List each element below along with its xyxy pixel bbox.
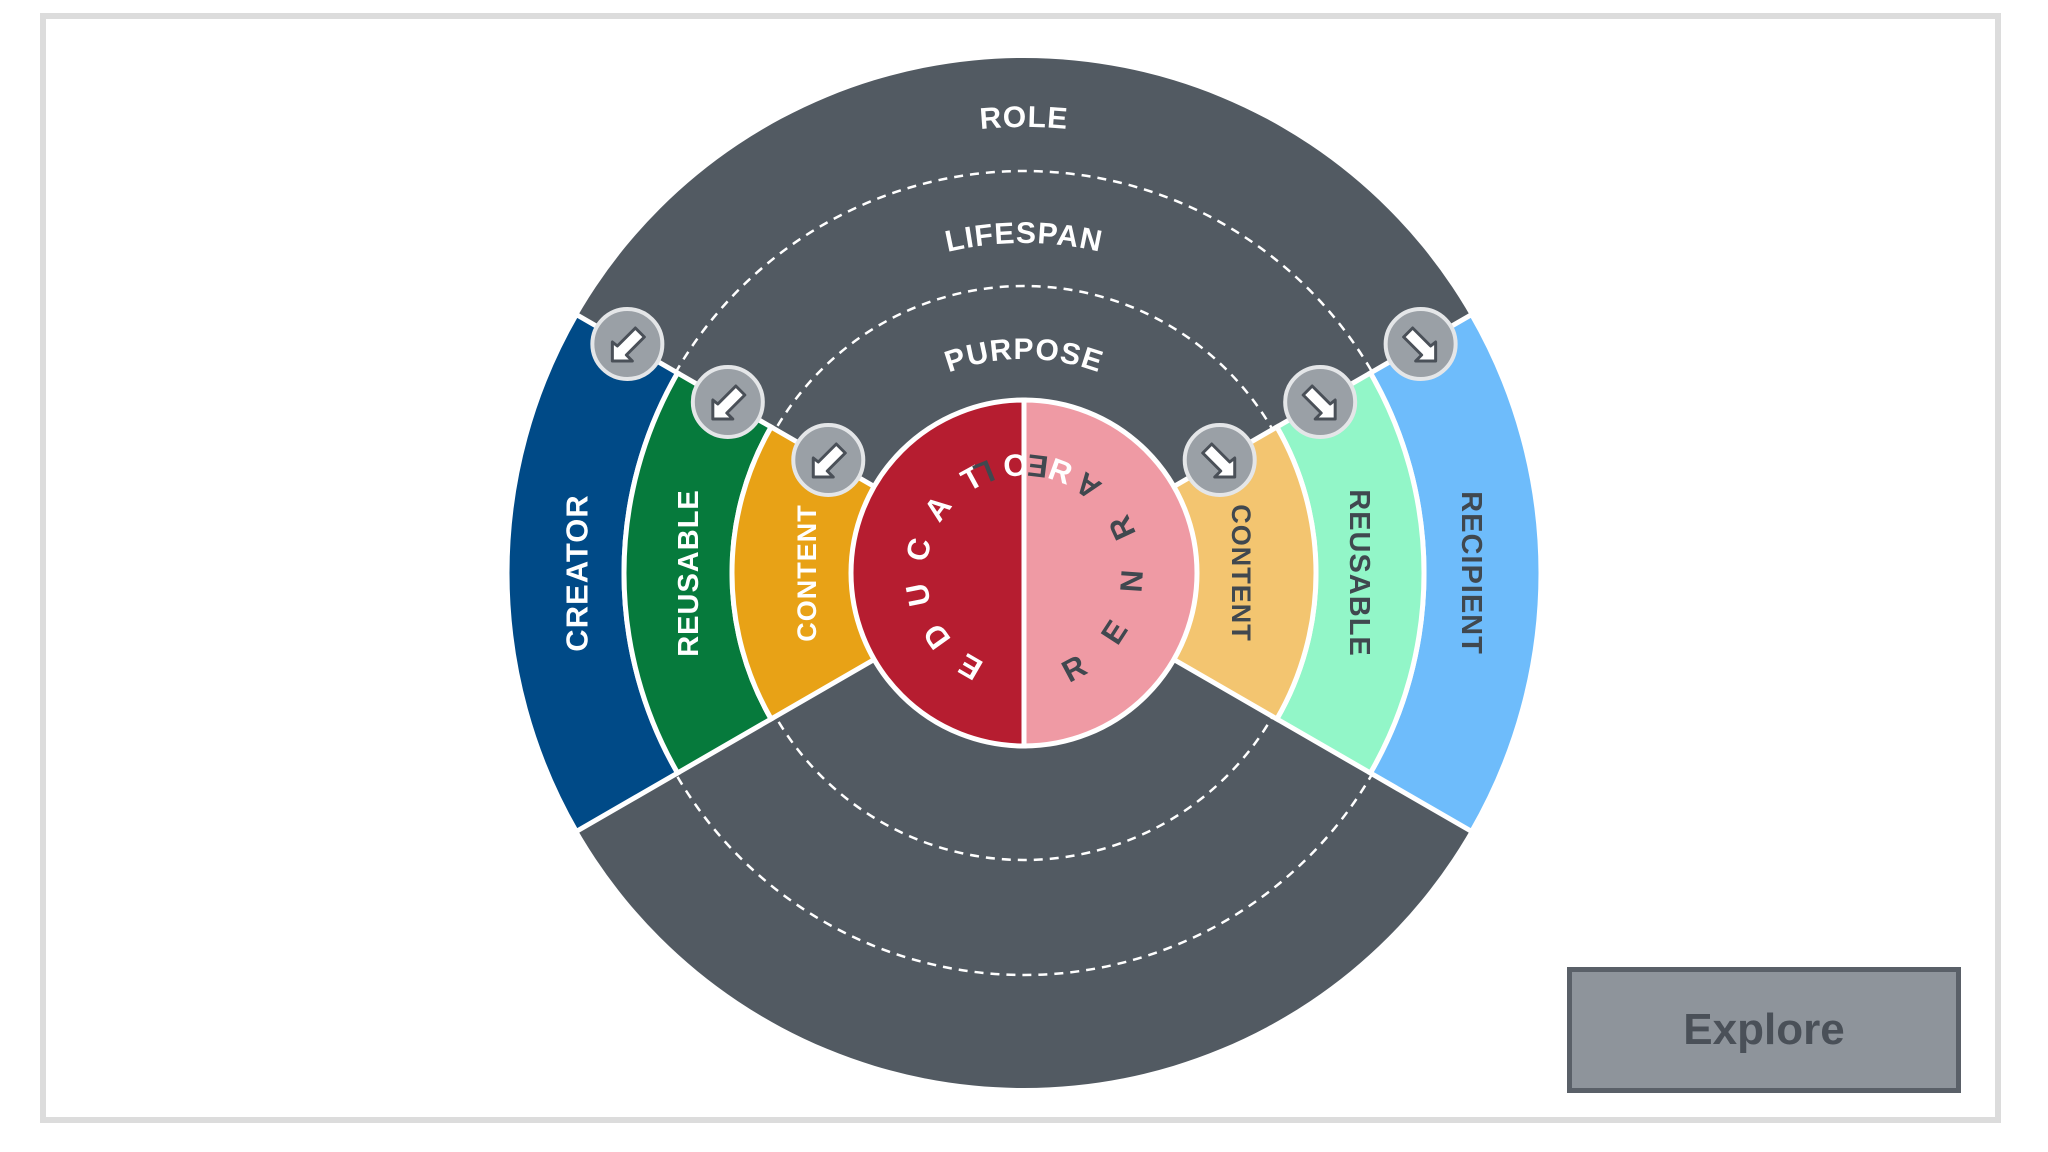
creator-label: CREATOR [560, 494, 595, 651]
educator-label-letter: O [1002, 447, 1030, 484]
arrow-down-left-icon [1402, 326, 1438, 363]
learner-label-letter: N [1113, 568, 1150, 594]
lifespan-right-arrow-button[interactable] [1283, 365, 1358, 439]
arrow-down-left-icon [610, 326, 646, 363]
recipient-label: RECIPIENT [1455, 491, 1487, 655]
arrow-down-left-icon [811, 442, 847, 479]
reusable-left-label: REUSABLE [673, 489, 705, 657]
left-wedge-group: CREATOR REUSABLE CONTENT [504, 311, 889, 835]
role-left-arrow-button[interactable] [590, 307, 665, 381]
learner-half [1021, 397, 1200, 749]
purpose-right-arrow-button[interactable] [1182, 423, 1257, 497]
learner-label-letter: E [1024, 447, 1050, 484]
explore-button[interactable]: Explore [1567, 967, 1961, 1093]
purpose-left-arrow-button[interactable] [791, 423, 866, 497]
reusable-right-label: REUSABLE [1343, 489, 1375, 657]
content-right-label: CONTENT [1226, 504, 1256, 642]
role-label: ROLE [978, 101, 1069, 136]
arrow-down-left-icon [1201, 442, 1237, 479]
arrow-down-left-icon [711, 384, 747, 421]
arrow-down-left-icon [1301, 384, 1337, 421]
content-left-label: CONTENT [792, 504, 822, 642]
arrow-buttons[interactable] [590, 307, 1458, 497]
lifespan-left-arrow-button[interactable] [690, 365, 765, 439]
role-right-arrow-button[interactable] [1383, 307, 1458, 381]
right-wedge-group: RECIPIENT REUSABLE CONTENT [1159, 311, 1544, 835]
educator-half [848, 397, 1027, 749]
